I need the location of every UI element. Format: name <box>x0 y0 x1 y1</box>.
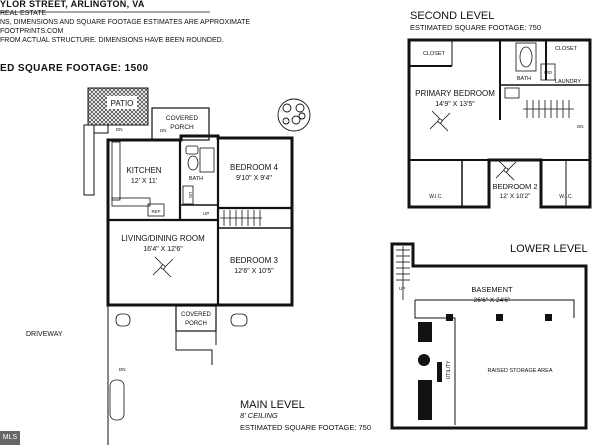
storage-label: RAISED STORAGE AREA <box>487 368 552 374</box>
second-level-plan: SECOND LEVEL ESTIMATED SQUARE FOOTAGE: 7… <box>407 10 592 209</box>
closet-left-label: CLOSET <box>423 51 446 57</box>
second-bath-label: BATH <box>517 76 531 82</box>
patio-label-bg <box>107 96 137 109</box>
main-level-ceiling: 8' CEILING <box>240 411 278 420</box>
living-dim: 16'4" X 12'6" <box>143 246 183 253</box>
header-line-2: NS, DIMENSIONS AND SQUARE FOOTAGE ESTIMA… <box>0 19 251 26</box>
porch-dn-label: DN <box>160 128 167 133</box>
lower-level-title: LOWER LEVEL <box>510 243 588 255</box>
living-label: LIVING/DINING ROOM <box>121 234 205 243</box>
patio-dn-label: DN <box>116 127 123 132</box>
main-level-title: MAIN LEVEL <box>240 399 305 411</box>
porch-top-label-2: PORCH <box>170 124 194 131</box>
patio-label: PATIO <box>111 99 134 108</box>
primary-bedroom-dim: 14'9" X 13'5" <box>435 101 475 108</box>
ceiling-fan-icon <box>152 256 174 278</box>
svg-text:PORCH: PORCH <box>185 321 207 327</box>
second-level-sqft: ESTIMATED SQUARE FOOTAGE: 750 <box>410 23 541 32</box>
linen-label: LIN <box>188 192 193 199</box>
bedroom3-dim: 12'6" X 10'5" <box>234 268 274 275</box>
main-bath-label: BATH <box>189 176 203 182</box>
primary-bedroom-label: PRIMARY BEDROOM <box>415 89 495 98</box>
total-square-footage: ED SQUARE FOOTAGE: 1500 <box>0 63 149 74</box>
basement-label: BASEMENT <box>471 285 513 294</box>
main-level-plan: PATIO COVERED PORCH DN DN REF <box>26 87 371 445</box>
header-line-4: FROM ACTUAL STRUCTURE. DIMENSIONS HAVE B… <box>0 37 224 44</box>
walk-dn-label: DN <box>119 367 126 372</box>
ref-label: REF <box>152 209 161 214</box>
second-level-title: SECOND LEVEL <box>410 10 494 22</box>
header-line-3: FOOTPRINTS.COM <box>0 28 64 35</box>
utility-label: UTILITY <box>446 360 452 379</box>
support-posts <box>446 314 552 321</box>
second-stairs <box>523 100 574 118</box>
basement-dim: 26'6" X 24'6" <box>474 297 511 304</box>
main-up-label: UP <box>203 211 209 216</box>
bedroom2-dim: 12' X 10'2" <box>500 193 532 200</box>
bedroom4-dim: 9'10" X 9'4" <box>236 175 272 182</box>
ceiling-fan-icon-primary <box>429 110 451 132</box>
tree-icon <box>277 98 311 132</box>
porch-top-label-1: COVERED <box>166 115 198 122</box>
second-dn-label: DN <box>577 124 584 129</box>
bedroom2-label: BEDROOM 2 <box>492 182 537 191</box>
corner-badge: MLS <box>0 431 20 445</box>
lower-level-plan: LOWER LEVEL UP BASEMENT 26'6" X 24'6" UT… <box>390 242 588 430</box>
lower-level-walls <box>390 242 588 430</box>
kitchen-label: KITCHEN <box>126 166 161 175</box>
lower-stairs <box>396 246 410 300</box>
wic-left-label: W.I.C. <box>429 194 443 200</box>
main-stairs <box>220 210 262 226</box>
walkway-lines <box>107 305 217 445</box>
kitchen-dim: 12' X 11' <box>131 178 157 185</box>
covered-porch-bottom <box>175 305 217 332</box>
laundry-label: LAUNDRY <box>555 79 582 85</box>
washer-dryer-label: W/D <box>544 70 552 75</box>
main-level-sqft: ESTIMATED SQUARE FOOTAGE: 750 <box>240 423 371 432</box>
lower-up-label: UP <box>399 286 405 291</box>
bedroom4-label: BEDROOM 4 <box>230 163 279 172</box>
ceiling-fan-icon-bedroom2 <box>495 159 517 181</box>
bedroom3-label: BEDROOM 3 <box>230 256 279 265</box>
shrub-icons <box>109 313 248 421</box>
closet-right-label: CLOSET <box>555 46 578 52</box>
property-address: YLOR STREET, ARLINGTON, VA <box>0 0 145 9</box>
wic-right-label: W.I.C. <box>559 194 573 200</box>
driveway-label: DRIVEWAY <box>26 331 63 338</box>
header-line-1: REAL ESTATE <box>0 10 47 17</box>
utility-equipment <box>418 322 442 420</box>
header-notes: YLOR STREET, ARLINGTON, VA REAL ESTATE N… <box>0 0 251 74</box>
svg-text:COVERED: COVERED <box>181 312 211 318</box>
